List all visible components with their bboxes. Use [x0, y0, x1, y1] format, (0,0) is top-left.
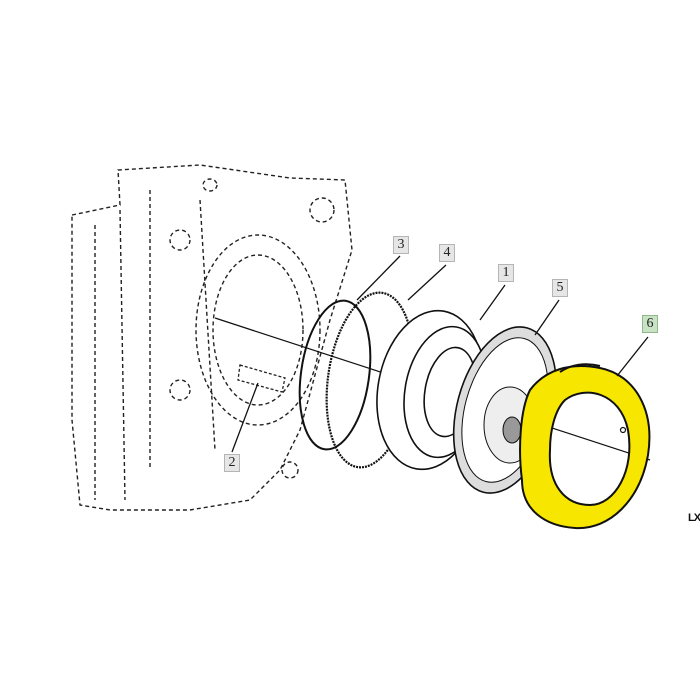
- leader-lines: [231, 255, 649, 453]
- part-6-plate: [519, 363, 651, 530]
- reference-code: LX: [688, 512, 700, 524]
- transmission-housing: [71, 164, 353, 511]
- callout-1[interactable]: 1: [498, 264, 514, 282]
- callout-6[interactable]: 6: [642, 315, 658, 333]
- part-2-stud: [237, 364, 286, 393]
- callout-5[interactable]: 5: [552, 279, 568, 297]
- callout-3[interactable]: 3: [393, 236, 409, 254]
- part-3-ring: [298, 299, 372, 451]
- callout-2[interactable]: 2: [224, 454, 240, 472]
- callout-4[interactable]: 4: [439, 244, 455, 262]
